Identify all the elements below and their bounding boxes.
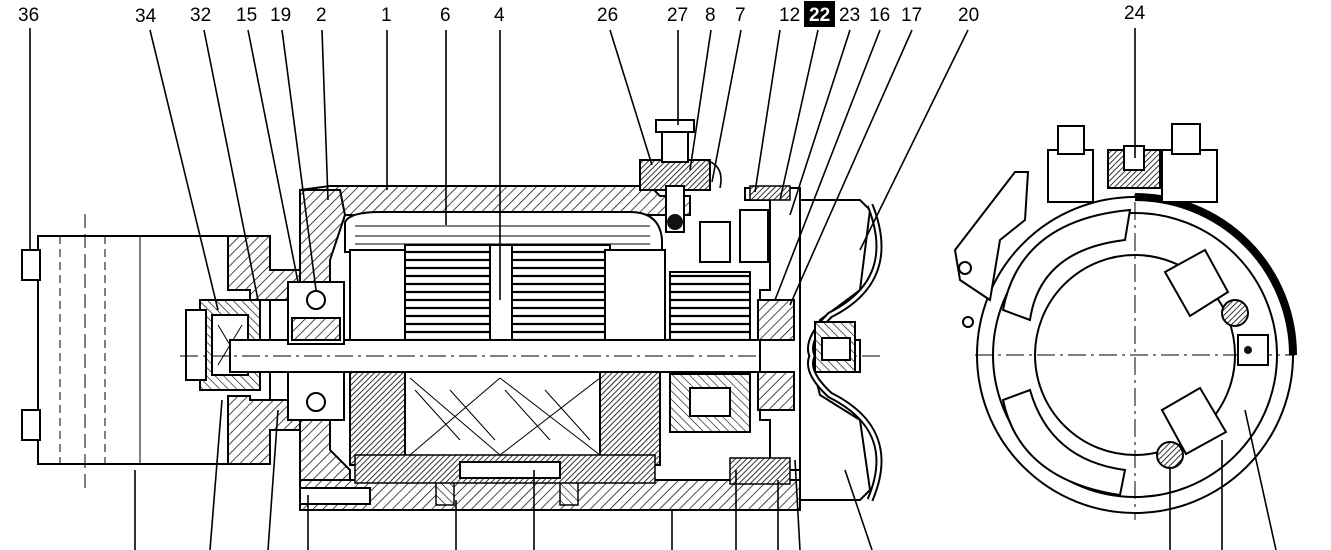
label-7: 7	[735, 5, 746, 26]
label-19: 19	[270, 5, 291, 26]
label-20: 20	[958, 5, 979, 26]
label-16: 16	[869, 5, 890, 26]
label-1: 1	[381, 5, 392, 26]
label-4: 4	[494, 5, 505, 26]
label-2: 2	[316, 5, 327, 26]
shaft	[180, 339, 880, 373]
end-shield-nde	[729, 185, 801, 485]
leader-lines-top	[29, 28, 1136, 311]
label-34: 34	[135, 6, 157, 27]
label-24: 24	[1124, 3, 1146, 24]
label-27: 27	[667, 5, 688, 26]
bearing-drive-end	[287, 281, 345, 421]
label-22-highlight	[804, 1, 835, 27]
end-view	[953, 123, 1297, 520]
field-coil-top	[344, 211, 663, 253]
label-22: 22	[809, 5, 830, 26]
label-26: 26	[597, 5, 618, 26]
label-12: 12	[779, 5, 800, 26]
label-15: 15	[236, 5, 257, 26]
part-labels: 36 34 32 15 19 2 1 6 4 26 27 8 7 12 22 2…	[18, 1, 1146, 27]
label-17: 17	[901, 5, 922, 26]
label-36: 36	[18, 5, 39, 26]
label-32: 32	[190, 5, 211, 26]
label-6: 6	[440, 5, 451, 26]
label-8: 8	[705, 5, 716, 26]
cooling-fan	[799, 199, 883, 502]
commutator	[669, 209, 769, 433]
leader-lines-bottom	[134, 399, 1277, 550]
label-23: 23	[839, 5, 860, 26]
